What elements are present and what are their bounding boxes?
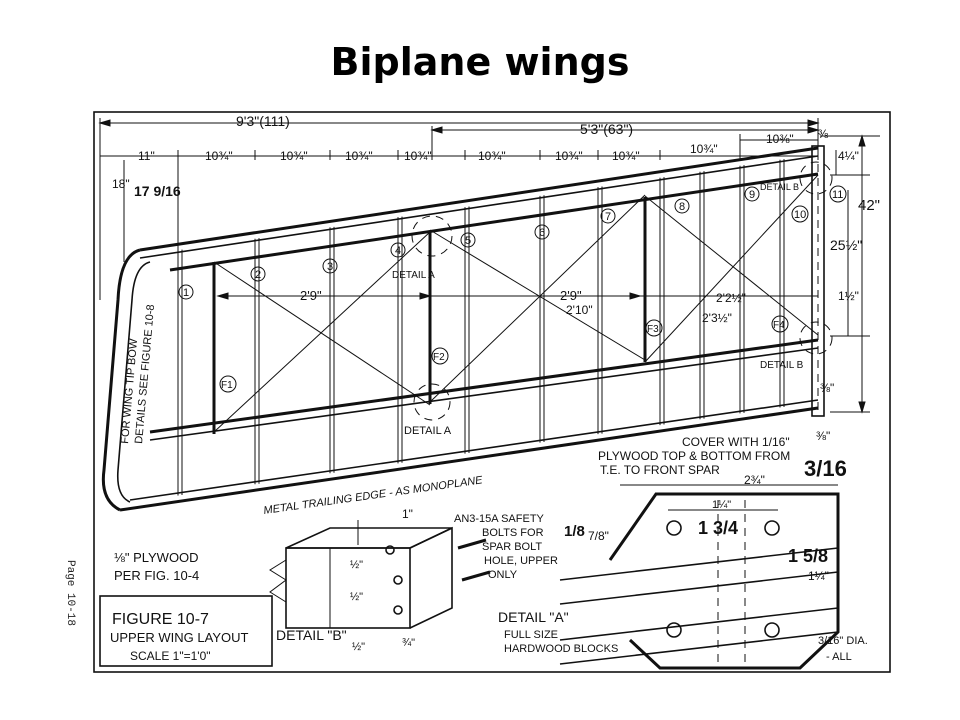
rib-label-8: 8 <box>679 201 685 213</box>
dim-diag-1: 2'9" <box>300 288 322 303</box>
dim-bay-5: 10¾" <box>478 149 506 163</box>
detail-b-ply-2: PER FIG. 10-4 <box>114 568 199 583</box>
detail-b-ply-1: ⅛" PLYWOOD <box>114 550 199 565</box>
detail-b-dim-top: 1" <box>402 507 413 521</box>
dim-end-2: ⅜" <box>816 429 830 443</box>
dimension-lines <box>98 118 880 414</box>
detail-b-bolt-2: BOLTS FOR <box>482 527 544 539</box>
detail-b-dim-half2: ½" <box>350 591 363 603</box>
rib-label-7: 7 <box>605 211 611 223</box>
rib-label-6: 6 <box>539 227 545 239</box>
dim-tip-chord: 4¼" <box>838 149 859 163</box>
detail-b-bolt-3: SPAR BOLT <box>482 541 542 553</box>
detail-a-dim-inner: 1¼" <box>712 499 731 511</box>
detail-b-bolt-5: ONLY <box>488 569 518 581</box>
dim-tip-right: 10⅜" <box>766 132 794 146</box>
dim-rear-offset: 1½" <box>838 289 859 303</box>
dim-bay-first: 11" <box>138 149 155 163</box>
label-detail-b-right: DETAIL B <box>760 360 804 371</box>
figure-line-1: FIGURE 10-7 <box>112 611 209 628</box>
figure-line-3: SCALE 1"=1'0" <box>130 649 211 663</box>
detail-circles <box>411 161 833 421</box>
dim-bay-2: 10¾" <box>280 149 308 163</box>
drag-bracing <box>213 174 819 433</box>
detail-b-dim-depth: ¾" <box>402 637 415 649</box>
detail-b-bolt-4: HOLE, UPPER <box>484 555 558 567</box>
cover-note-1: COVER WITH 1/16" <box>682 435 790 449</box>
cover-note-2: PLYWOOD TOP & BOTTOM FROM <box>598 449 790 463</box>
detail-a-name: DETAIL "A" <box>498 609 569 625</box>
trailing-edge-label: METAL TRAILING EDGE - AS MONOPLANE <box>263 474 484 517</box>
detail-a-sub-1: FULL SIZE <box>504 629 558 641</box>
rib-label-2: 2 <box>255 269 261 281</box>
dim-spar-spacing: 25½" <box>830 237 862 253</box>
dim-diag-2: 2'9" <box>560 288 582 303</box>
figure-box <box>99 595 273 667</box>
sheet-border <box>93 111 891 673</box>
slide-title: Biplane wings <box>330 40 630 84</box>
rib-label-3: 3 <box>327 261 333 273</box>
rib-labels: 1 2 3 4 5 6 7 8 9 10 11 <box>178 185 847 300</box>
detail-b-bolt-1: AN3-15A SAFETY <box>454 513 545 525</box>
dim-chord: 42" <box>858 197 880 214</box>
fitting-label-f2: F2 <box>433 352 445 363</box>
rib-label-11: 11 <box>832 189 843 201</box>
detail-b-dim-half1: ½" <box>350 559 363 571</box>
label-detail-a-top: DETAIL A <box>392 270 435 281</box>
rib-label-5: 5 <box>465 235 471 247</box>
ribs-group <box>177 159 785 496</box>
dim-end-1: ⅜" <box>820 381 834 395</box>
label-detail-b-top: DETAIL B <box>760 182 799 192</box>
compression-struts <box>212 197 647 434</box>
rib-label-4: 4 <box>395 245 401 257</box>
fitting-label-f1: F1 <box>221 380 233 391</box>
detail-a-hole-2: - ALL <box>826 651 852 663</box>
dim-root-height2: 17 9/16 <box>134 183 181 199</box>
dim-bay-4: 10¾" <box>404 149 432 163</box>
dim-overall: 9'3"(111) <box>236 113 290 129</box>
wing-outline <box>101 145 825 512</box>
detail-b-name: DETAIL "B" <box>276 627 347 643</box>
dim-inner: 5'3"(63") <box>580 121 633 137</box>
detail-a-dim-side: 7/8" <box>588 529 609 543</box>
cover-note-hand: 3/16 <box>804 456 847 481</box>
dim-bay-3: 10¾" <box>345 149 373 163</box>
detail-a-dim-right: 1¼" <box>808 569 829 583</box>
detail-b-dim-bottom: ½" <box>352 641 365 653</box>
detail-a-drawing <box>559 484 840 670</box>
label-detail-a-bottom: DETAIL A <box>404 425 452 437</box>
detail-a-dim-right-hand: 1 5/8 <box>788 546 828 566</box>
dim-tip-right2: ⅜ <box>818 127 829 141</box>
dim-diag-3: 2'10" <box>566 303 593 317</box>
rib-label-1: 1 <box>183 287 189 299</box>
fitting-label-f3: F3 <box>647 324 659 335</box>
dim-bay-8: 10¾" <box>690 142 718 156</box>
dim-bay-7: 10¾" <box>612 149 640 163</box>
dim-bay-1: 10¾" <box>205 149 233 163</box>
detail-a-sub-2: HARDWOOD BLOCKS <box>504 643 618 655</box>
rib-label-10: 10 <box>794 209 806 221</box>
detail-a-hole-1: 3/16" DIA. <box>818 635 868 647</box>
rib-label-9: 9 <box>749 189 755 201</box>
fitting-labels: F1 F2 F3 F4 <box>219 315 789 393</box>
figure-line-2: UPPER WING LAYOUT <box>110 630 249 645</box>
dim-diag-5: 2'3½" <box>702 311 732 325</box>
detail-b-drawing <box>269 520 491 629</box>
cover-note-3: T.E. TO FRONT SPAR <box>600 463 720 477</box>
fitting-label-f4: F4 <box>773 320 785 331</box>
detail-a-dim-width: 2¾" <box>744 473 765 487</box>
dim-bay-6: 10¾" <box>555 149 583 163</box>
dim-diag-4: 2'2½" <box>716 291 746 305</box>
dim-root-height: 18" <box>112 177 130 191</box>
detail-a-dim-center-hand: 1 3/4 <box>698 518 738 538</box>
detail-a-dim-side-hand: 1/8 <box>564 523 585 540</box>
